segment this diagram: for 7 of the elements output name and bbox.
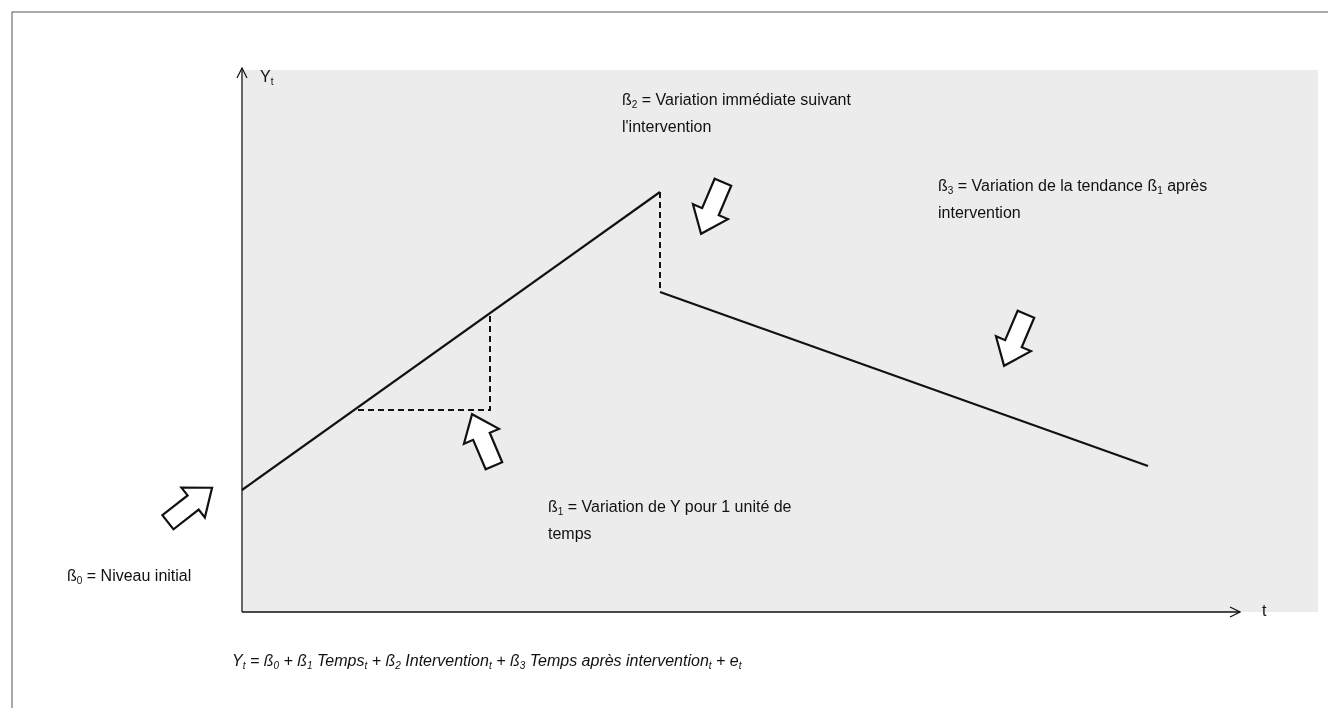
- annotation-text: ß$_{0}$ = Niveau initial: [67, 566, 192, 588]
- annotation-text: ß$_{3}$ = Variation de la tendance ß$_{1}$ après intervention: [938, 176, 1209, 223]
- annotation-text: ß$_{1}$ = Variation de Y pour 1 unité de temps: [548, 497, 793, 544]
- annotation-text: ß$_{2}$ = Variation immédiate suivant l'intervention: [622, 90, 852, 137]
- equation: Y$_{t}$ = ß$_{0}$ + ß$_{1}$ Temps$_{t}$ + ß$_{2}$ Intervention$_{t}$ + ß$_{3}$ Temps après intervention$_{t}$ + e$_{t}$: [232, 651, 742, 673]
- axis-label: Y$_{t}$: [260, 67, 274, 89]
- axis-label: t: [1262, 601, 1267, 621]
